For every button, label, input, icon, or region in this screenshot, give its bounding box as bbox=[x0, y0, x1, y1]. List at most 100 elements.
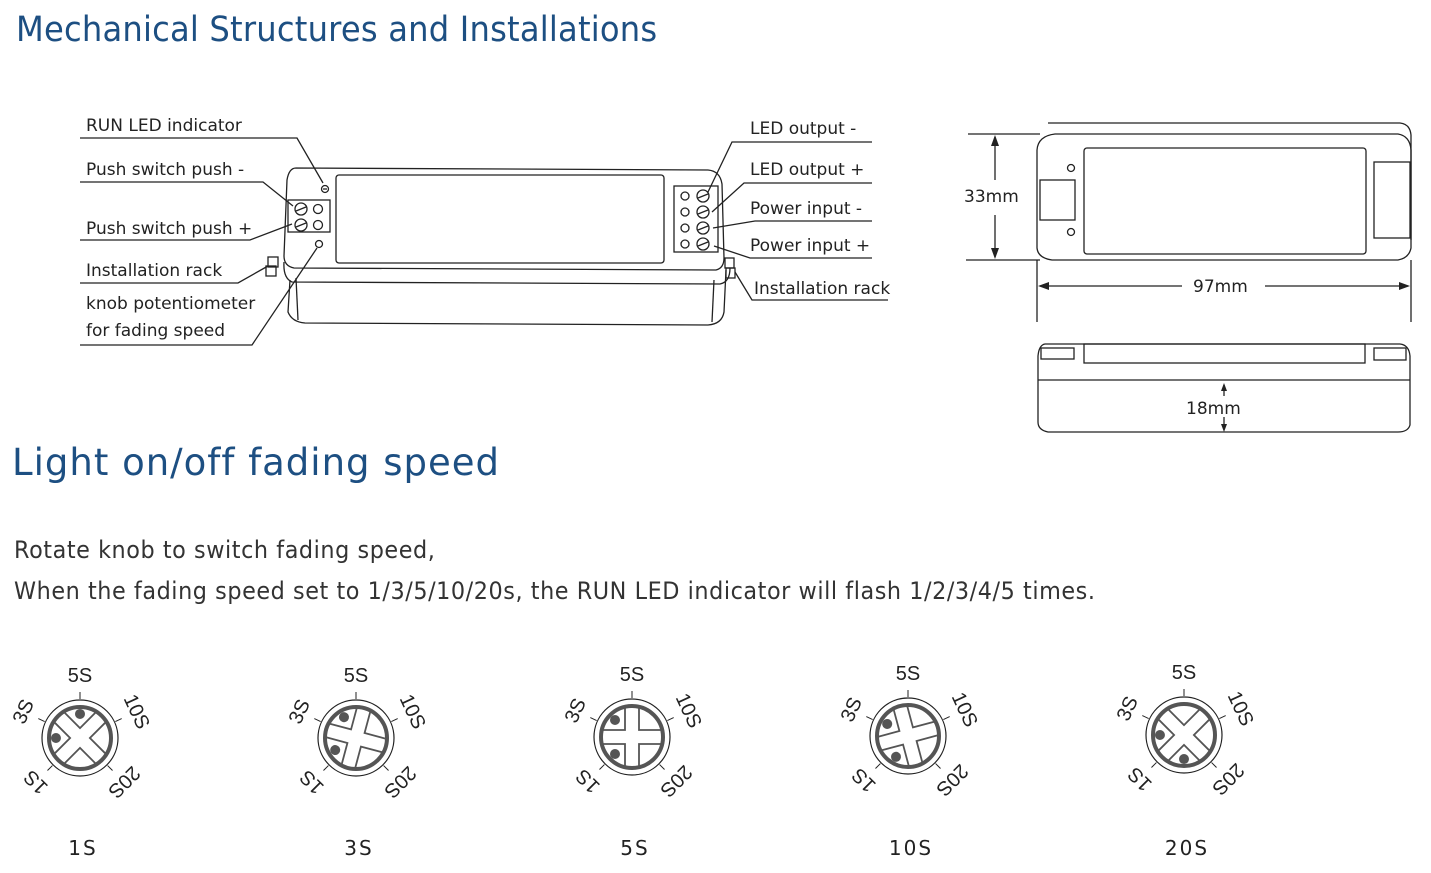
callout-knob-potentiometer: knob potentiometer bbox=[86, 294, 255, 314]
knob-indicator-dot bbox=[882, 718, 893, 729]
controller-body bbox=[265, 167, 736, 326]
callout-installation-rack-right: Installation rack bbox=[754, 279, 890, 299]
callout-fading-speed: for fading speed bbox=[86, 321, 225, 341]
installation-rack-left bbox=[267, 256, 279, 268]
callout-run-led-indicator: RUN LED indicator bbox=[86, 116, 242, 136]
top-view bbox=[966, 122, 1412, 322]
knob-indicator-dot bbox=[890, 751, 901, 762]
knob-indicator-dot bbox=[75, 708, 85, 719]
knob-tick bbox=[590, 717, 597, 721]
left-screws bbox=[294, 202, 324, 232]
knob-scale-label-5s: 5S bbox=[620, 664, 644, 686]
knob-caption: 5S bbox=[620, 836, 649, 860]
knob-caption: 3S bbox=[344, 836, 373, 860]
left-terminal-block bbox=[287, 199, 331, 233]
right-leader-lines bbox=[707, 141, 888, 301]
knob-tick bbox=[1219, 715, 1226, 719]
knob-inner-ring bbox=[599, 704, 665, 770]
callout-power-input-minus: Power input - bbox=[750, 199, 862, 219]
knob-crossbar bbox=[603, 708, 661, 766]
knob-outer-ring bbox=[593, 698, 671, 776]
callout-push-switch-minus: Push switch push - bbox=[86, 160, 244, 180]
knob-tick bbox=[1211, 762, 1217, 768]
knob-indicator-dot bbox=[610, 749, 620, 759]
knob-inner-ring bbox=[323, 705, 389, 771]
side-view bbox=[1037, 343, 1411, 433]
knob-tick bbox=[599, 764, 605, 770]
knob-scale-label-5s: 5S bbox=[68, 665, 92, 687]
right-terminal-block bbox=[673, 185, 719, 253]
knob-caption: 1S bbox=[68, 836, 97, 860]
knob-scale-label-3s: 3S bbox=[561, 695, 591, 726]
knob-inner-ring bbox=[1151, 702, 1217, 768]
mechanical-section-title: Mechanical Structures and Installations bbox=[16, 10, 658, 50]
knob-scale-label-10s: 10S bbox=[119, 691, 154, 733]
knob-scale-label-5s: 5S bbox=[896, 663, 920, 685]
knob-caption: 10S bbox=[889, 836, 933, 860]
description-line-2: When the fading speed set to 1/3/5/10/20… bbox=[14, 577, 1096, 605]
knob-indicator-dot bbox=[330, 745, 341, 756]
knob-scale-label-5s: 5S bbox=[344, 665, 368, 687]
knob-tick bbox=[47, 765, 53, 771]
right-screws bbox=[680, 189, 710, 251]
fading-section-title: Light on/off fading speed bbox=[12, 441, 501, 484]
knob-potentiometer bbox=[314, 239, 324, 249]
knob-tick bbox=[659, 764, 665, 770]
knob-scale-label-10s: 10S bbox=[395, 691, 430, 733]
knob-outer-ring bbox=[41, 699, 119, 777]
knob-tick bbox=[115, 718, 122, 722]
callout-led-output-plus: LED output + bbox=[750, 160, 864, 180]
callout-installation-rack-left: Installation rack bbox=[86, 261, 222, 281]
dimension-length: 97mm bbox=[1193, 277, 1248, 297]
knob-tick bbox=[323, 765, 329, 771]
callout-push-switch-plus: Push switch push + bbox=[86, 219, 252, 239]
knob-scale-label-3s: 3S bbox=[1113, 693, 1143, 724]
knob-caption: 20S bbox=[1165, 836, 1209, 860]
knob-crossbar bbox=[877, 705, 939, 767]
knob-indicator-dot bbox=[1154, 729, 1165, 740]
knob-outer-ring bbox=[317, 699, 395, 777]
callout-led-output-minus: LED output - bbox=[750, 119, 856, 139]
knob-indicator-dot bbox=[50, 733, 61, 743]
dimension-depth: 18mm bbox=[1186, 399, 1241, 419]
left-leader-lines bbox=[80, 137, 324, 346]
knob-scale-label-10s: 10S bbox=[947, 689, 982, 731]
knob-tick bbox=[314, 718, 321, 722]
knob-tick bbox=[383, 765, 389, 771]
knob-inner-ring bbox=[47, 705, 113, 771]
dimension-height: 33mm bbox=[964, 187, 1019, 207]
knob-outer-ring bbox=[869, 697, 947, 775]
knob-scale-label-10s: 10S bbox=[671, 690, 706, 732]
knob-tick bbox=[107, 765, 113, 771]
knob-scale-label-3s: 3S bbox=[285, 696, 315, 727]
knob-tick bbox=[667, 717, 674, 721]
knob-indicator-dot bbox=[1179, 754, 1190, 765]
run-led bbox=[320, 184, 330, 194]
knob-indicator-dot bbox=[338, 712, 349, 723]
knob-tick bbox=[1142, 715, 1149, 719]
knob-tick bbox=[391, 718, 398, 722]
knob-crossbar bbox=[50, 708, 107, 765]
knob-inner-ring bbox=[875, 703, 941, 769]
knob-crossbar bbox=[325, 707, 387, 769]
knob-outer-ring bbox=[1145, 696, 1223, 774]
knob-scale-label-3s: 3S bbox=[9, 696, 39, 727]
knob-tick bbox=[1151, 762, 1157, 768]
knob-tick bbox=[943, 716, 950, 720]
knob-indicator-dot bbox=[610, 715, 620, 725]
knob-diagrams: 1S3S5S10S20S1S1S3S5S10S20S3S1S3S5S10S20S… bbox=[9, 662, 1258, 860]
description-line-1: Rotate knob to switch fading speed, bbox=[14, 536, 436, 564]
callout-power-input-plus: Power input + bbox=[750, 236, 870, 256]
knob-scale-label-3s: 3S bbox=[837, 694, 867, 725]
knob-tick bbox=[38, 718, 45, 722]
label-window bbox=[335, 174, 665, 264]
knob-tick bbox=[875, 763, 881, 769]
knob-tick bbox=[866, 716, 873, 720]
knob-crossbar bbox=[1154, 708, 1211, 765]
knob-scale-label-5s: 5S bbox=[1172, 662, 1196, 684]
